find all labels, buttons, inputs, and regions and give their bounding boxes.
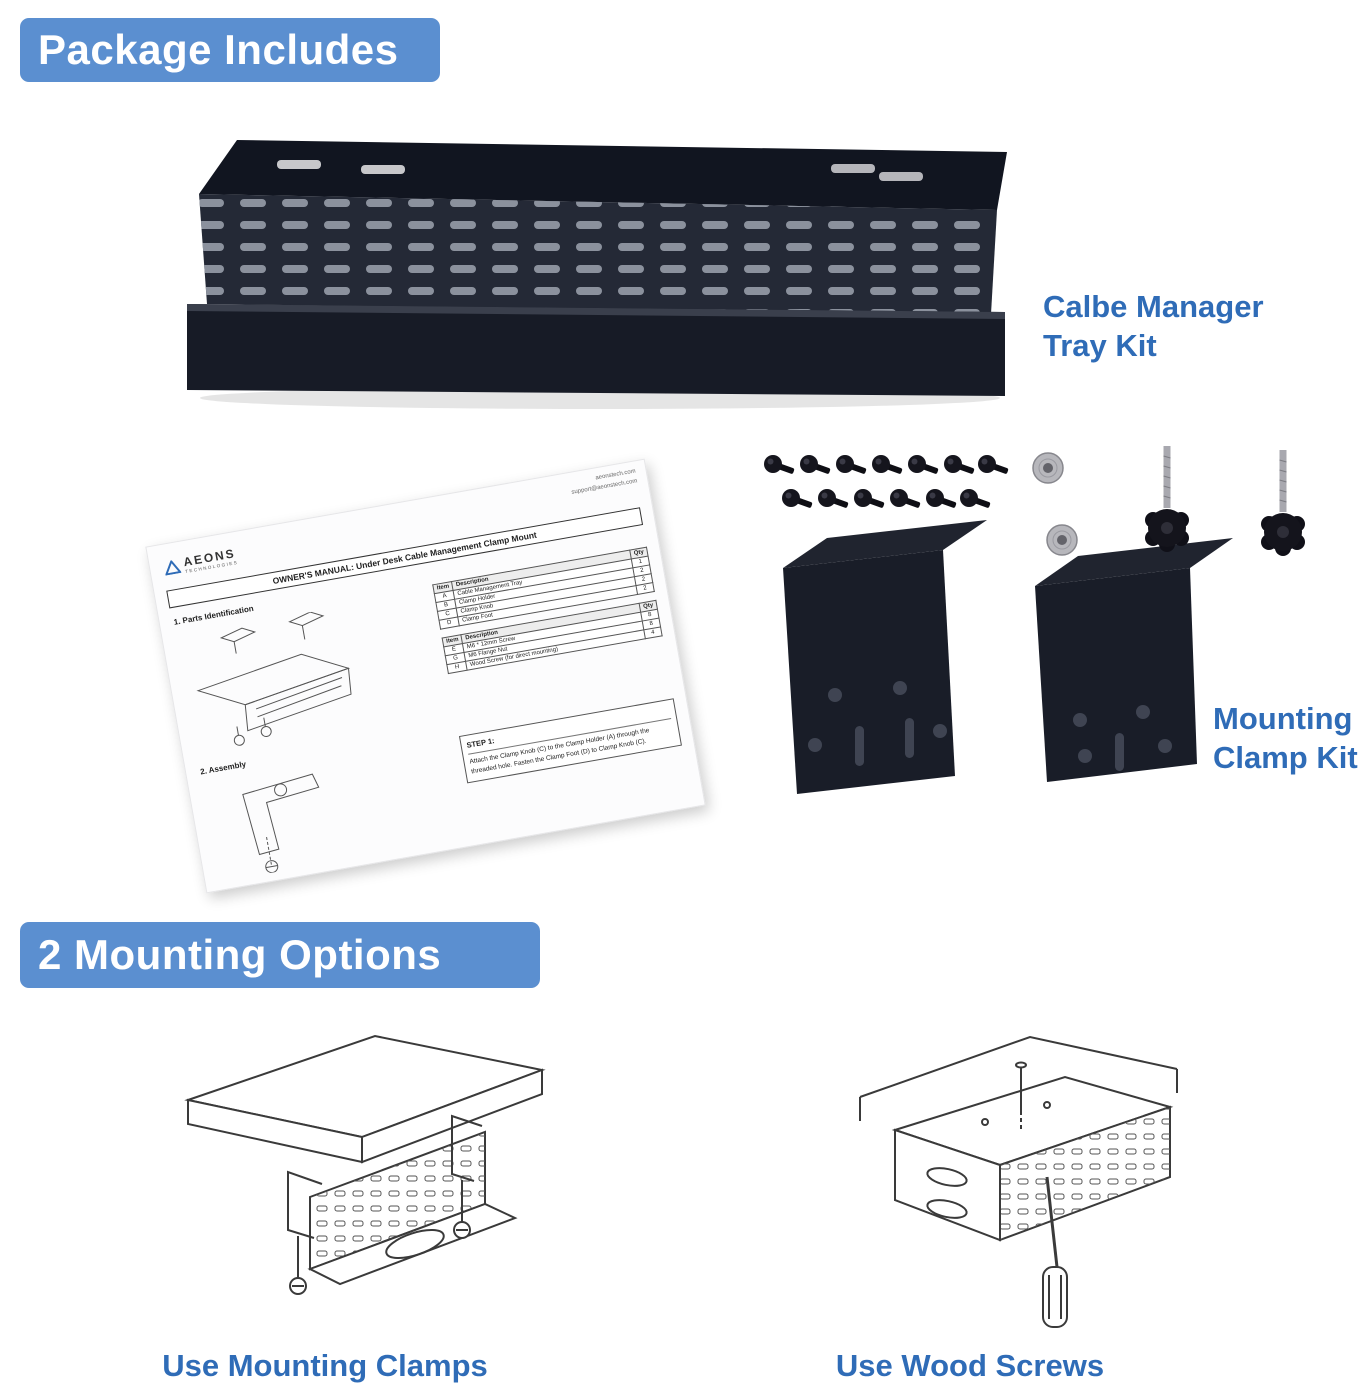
mounting-options-title: 2 Mounting Options — [38, 931, 442, 978]
flange-nut — [1046, 524, 1078, 556]
aeons-logo-icon — [164, 558, 182, 576]
caption-mounting-clamps: Use Mounting Clamps — [162, 1348, 488, 1383]
m6-screws-row2 — [782, 489, 991, 509]
tray-top-slot — [361, 165, 405, 174]
tray-top-flange — [199, 140, 1007, 210]
clamp-kit-label: Mounting Clamp Kit — [1213, 701, 1358, 775]
tray-top-slot — [831, 164, 875, 173]
manual-tables: Item Description Qty A Cable Management … — [432, 546, 663, 675]
tray-rail-highlight — [187, 304, 1005, 319]
m6-screws-row1 — [764, 455, 1009, 475]
clamp-mount-diagram — [184, 1034, 546, 1295]
cable-tray-illustration — [187, 140, 1007, 409]
package-includes-banner: Package Includes — [20, 18, 440, 82]
package-includes-title: Package Includes — [38, 26, 399, 73]
clamp-holder-right — [1035, 538, 1233, 782]
mounting-hardware-illustration — [764, 445, 1305, 794]
owners-manual-sheet: aeonstech.com support@aeonstech.com AEON… — [145, 458, 706, 894]
manual-contact: aeonstech.com support@aeonstech.com — [569, 467, 638, 497]
assembly-diagram-sketch — [242, 773, 320, 874]
parts-diagram-sketch — [196, 611, 352, 746]
step1-box: STEP 1: Attach the Clamp Knob (C) to the… — [458, 698, 682, 784]
mounting-options-banner: 2 Mounting Options — [20, 922, 540, 988]
tray-kit-label: Calbe Manager Tray Kit — [1043, 289, 1264, 363]
flange-nut — [1032, 452, 1064, 484]
manual-section2-heading: 2. Assembly — [199, 759, 247, 777]
clamp-knob-left — [1145, 445, 1189, 552]
caption-wood-screws: Use Wood Screws — [835, 1348, 1105, 1383]
tray-perforations — [199, 194, 997, 314]
tray-top-slot — [277, 160, 321, 169]
clamp-holder-left — [783, 520, 987, 794]
wood-screw-diagram — [859, 1035, 1178, 1328]
tray-bottom-rail — [187, 304, 1005, 396]
brand-logo: AEONS TECHNOLOGIES — [163, 546, 239, 578]
tray-top-slot — [879, 172, 923, 181]
clamp-knob-right — [1261, 449, 1305, 556]
